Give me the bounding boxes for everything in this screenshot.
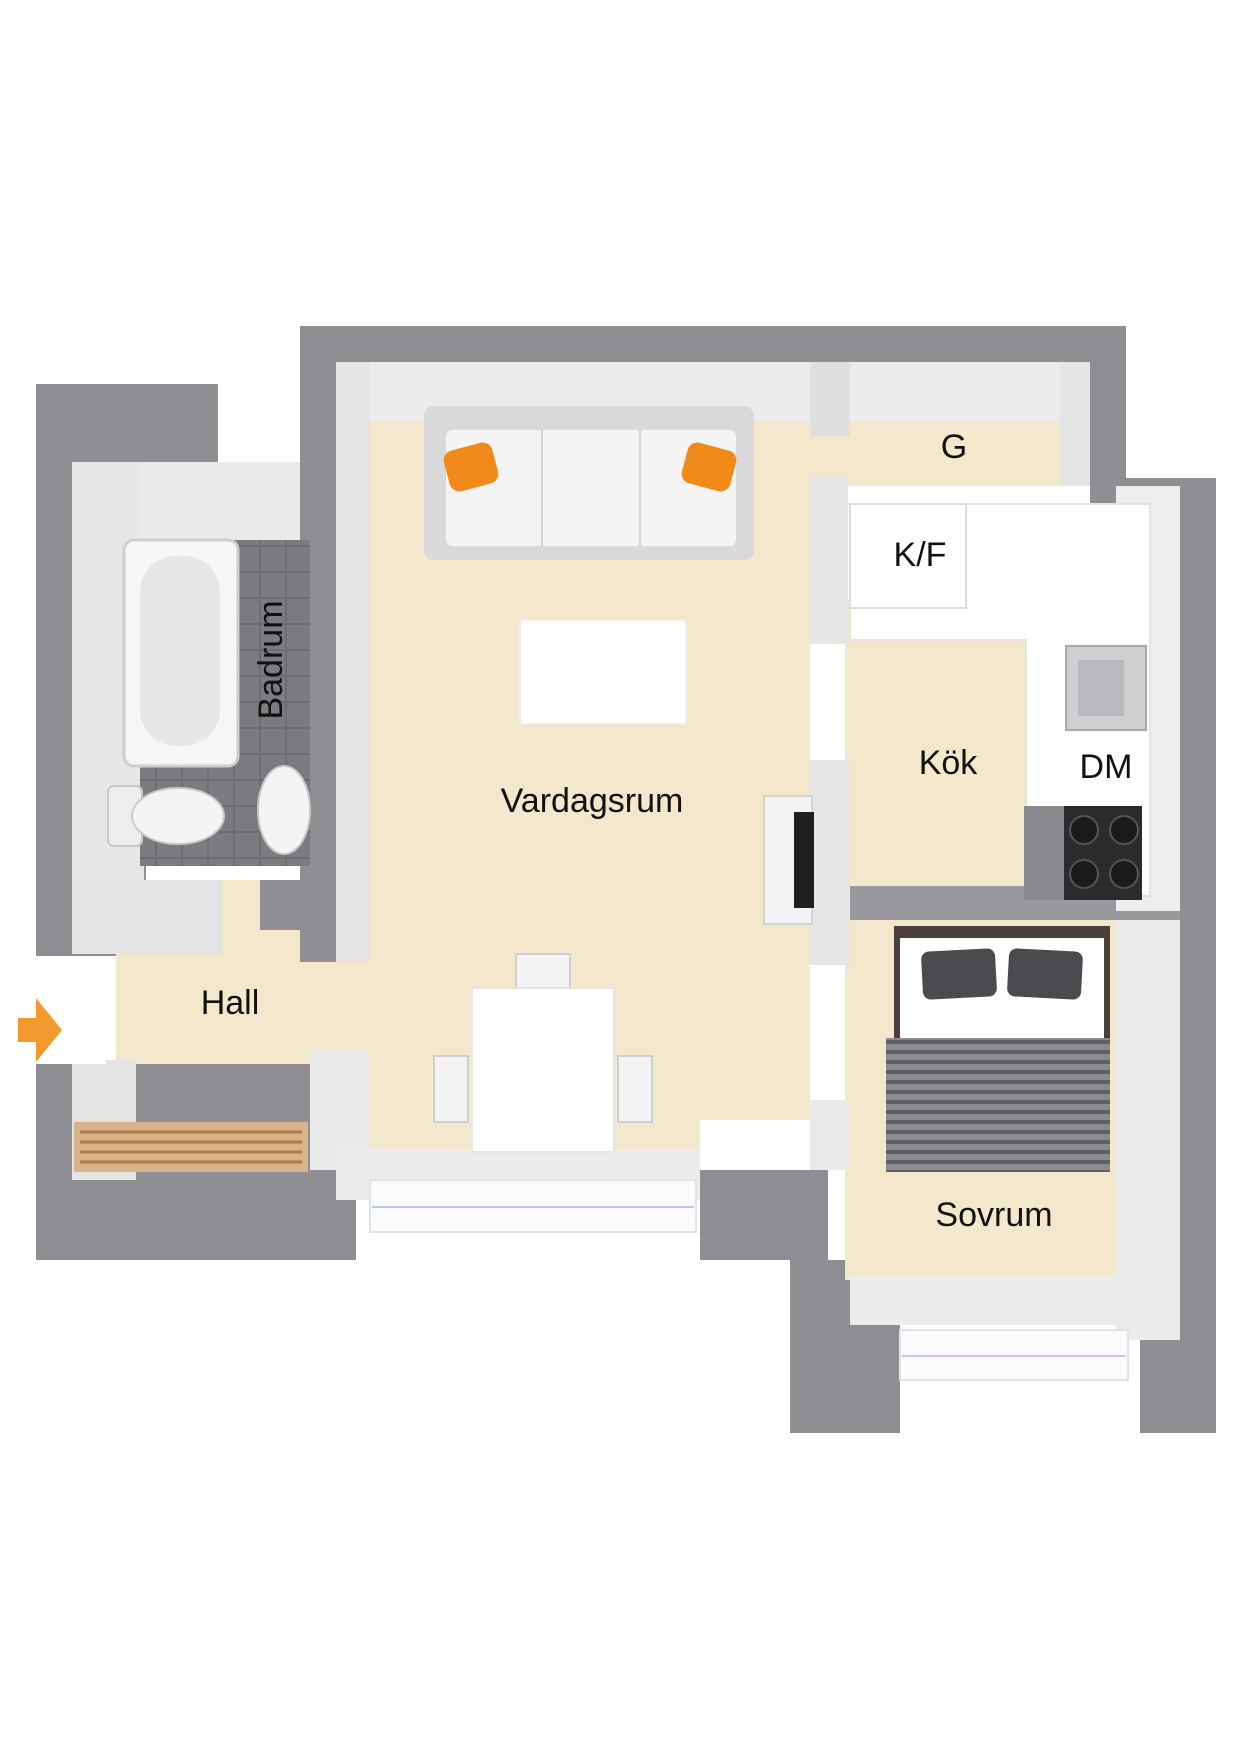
room-label-hall: Hall: [201, 984, 260, 1022]
tv-icon: [763, 795, 814, 925]
sink-icon: [257, 765, 311, 855]
room-label-kf: K/F: [894, 536, 947, 574]
kitchen-counter: [849, 503, 1151, 897]
coffee-table-icon: [519, 619, 687, 725]
bed-icon: [886, 926, 1110, 1172]
bathtub-icon: [122, 538, 240, 768]
room-label-g: G: [941, 428, 967, 466]
dining-table-icon: [433, 953, 653, 1153]
shoe-rack-icon: [74, 1122, 308, 1172]
room-label-badrum: Badrum: [252, 600, 290, 719]
sofa-icon: [424, 406, 754, 560]
room-label-sovrum: Sovrum: [935, 1196, 1052, 1234]
stove-icon: [1024, 806, 1142, 900]
toilet-icon: [107, 785, 225, 847]
windows: [369, 1179, 1129, 1381]
pillow-left-icon: [443, 442, 499, 492]
room-labels: Vardagsrum Badrum Hall Kök K/F G DM Sovr…: [201, 428, 1133, 1234]
pillow-right-icon: [681, 442, 737, 492]
entrance-arrow-icon: [18, 998, 62, 1062]
room-label-vardagsrum: Vardagsrum: [501, 782, 684, 820]
sink-icon: [1065, 645, 1147, 731]
room-label-dm: DM: [1080, 748, 1133, 786]
room-label-kok: Kök: [919, 744, 979, 782]
bathroom: [107, 538, 311, 866]
